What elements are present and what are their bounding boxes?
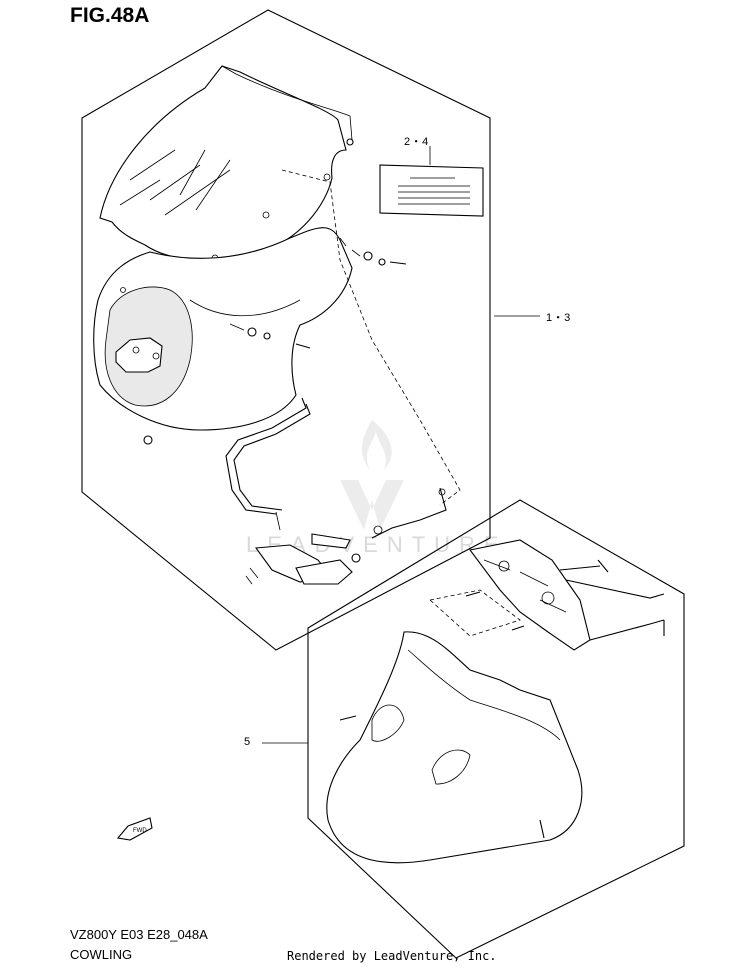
render-credit: Rendered by LeadVenture, Inc.: [287, 949, 497, 963]
fwd-arrow-icon: FWD: [116, 817, 153, 841]
upper-fasteners: [143, 237, 407, 445]
watermark-logo: [340, 420, 404, 530]
upper-group-frame: [81, 9, 491, 651]
fwd-label: FWD: [133, 828, 147, 834]
lower-cowl: [326, 539, 665, 864]
windscreen: [99, 65, 354, 262]
lower-brackets: [245, 511, 361, 585]
figure-code: VZ800Y E03 E28_048A: [70, 927, 208, 942]
side-panel-outline: [281, 169, 461, 506]
mount-stay: [225, 397, 447, 539]
cowling-shell: [93, 227, 353, 431]
lower-group-frame: [307, 499, 685, 959]
callout-lower-cowl: 5: [244, 736, 251, 748]
callout-warning-label: 2・4: [404, 136, 429, 148]
figure-name: COWLING: [70, 947, 133, 962]
callout-cowl: 1・3: [546, 312, 571, 324]
warning-label-part: [379, 146, 484, 217]
figure-title: FIG.48A: [70, 4, 150, 27]
